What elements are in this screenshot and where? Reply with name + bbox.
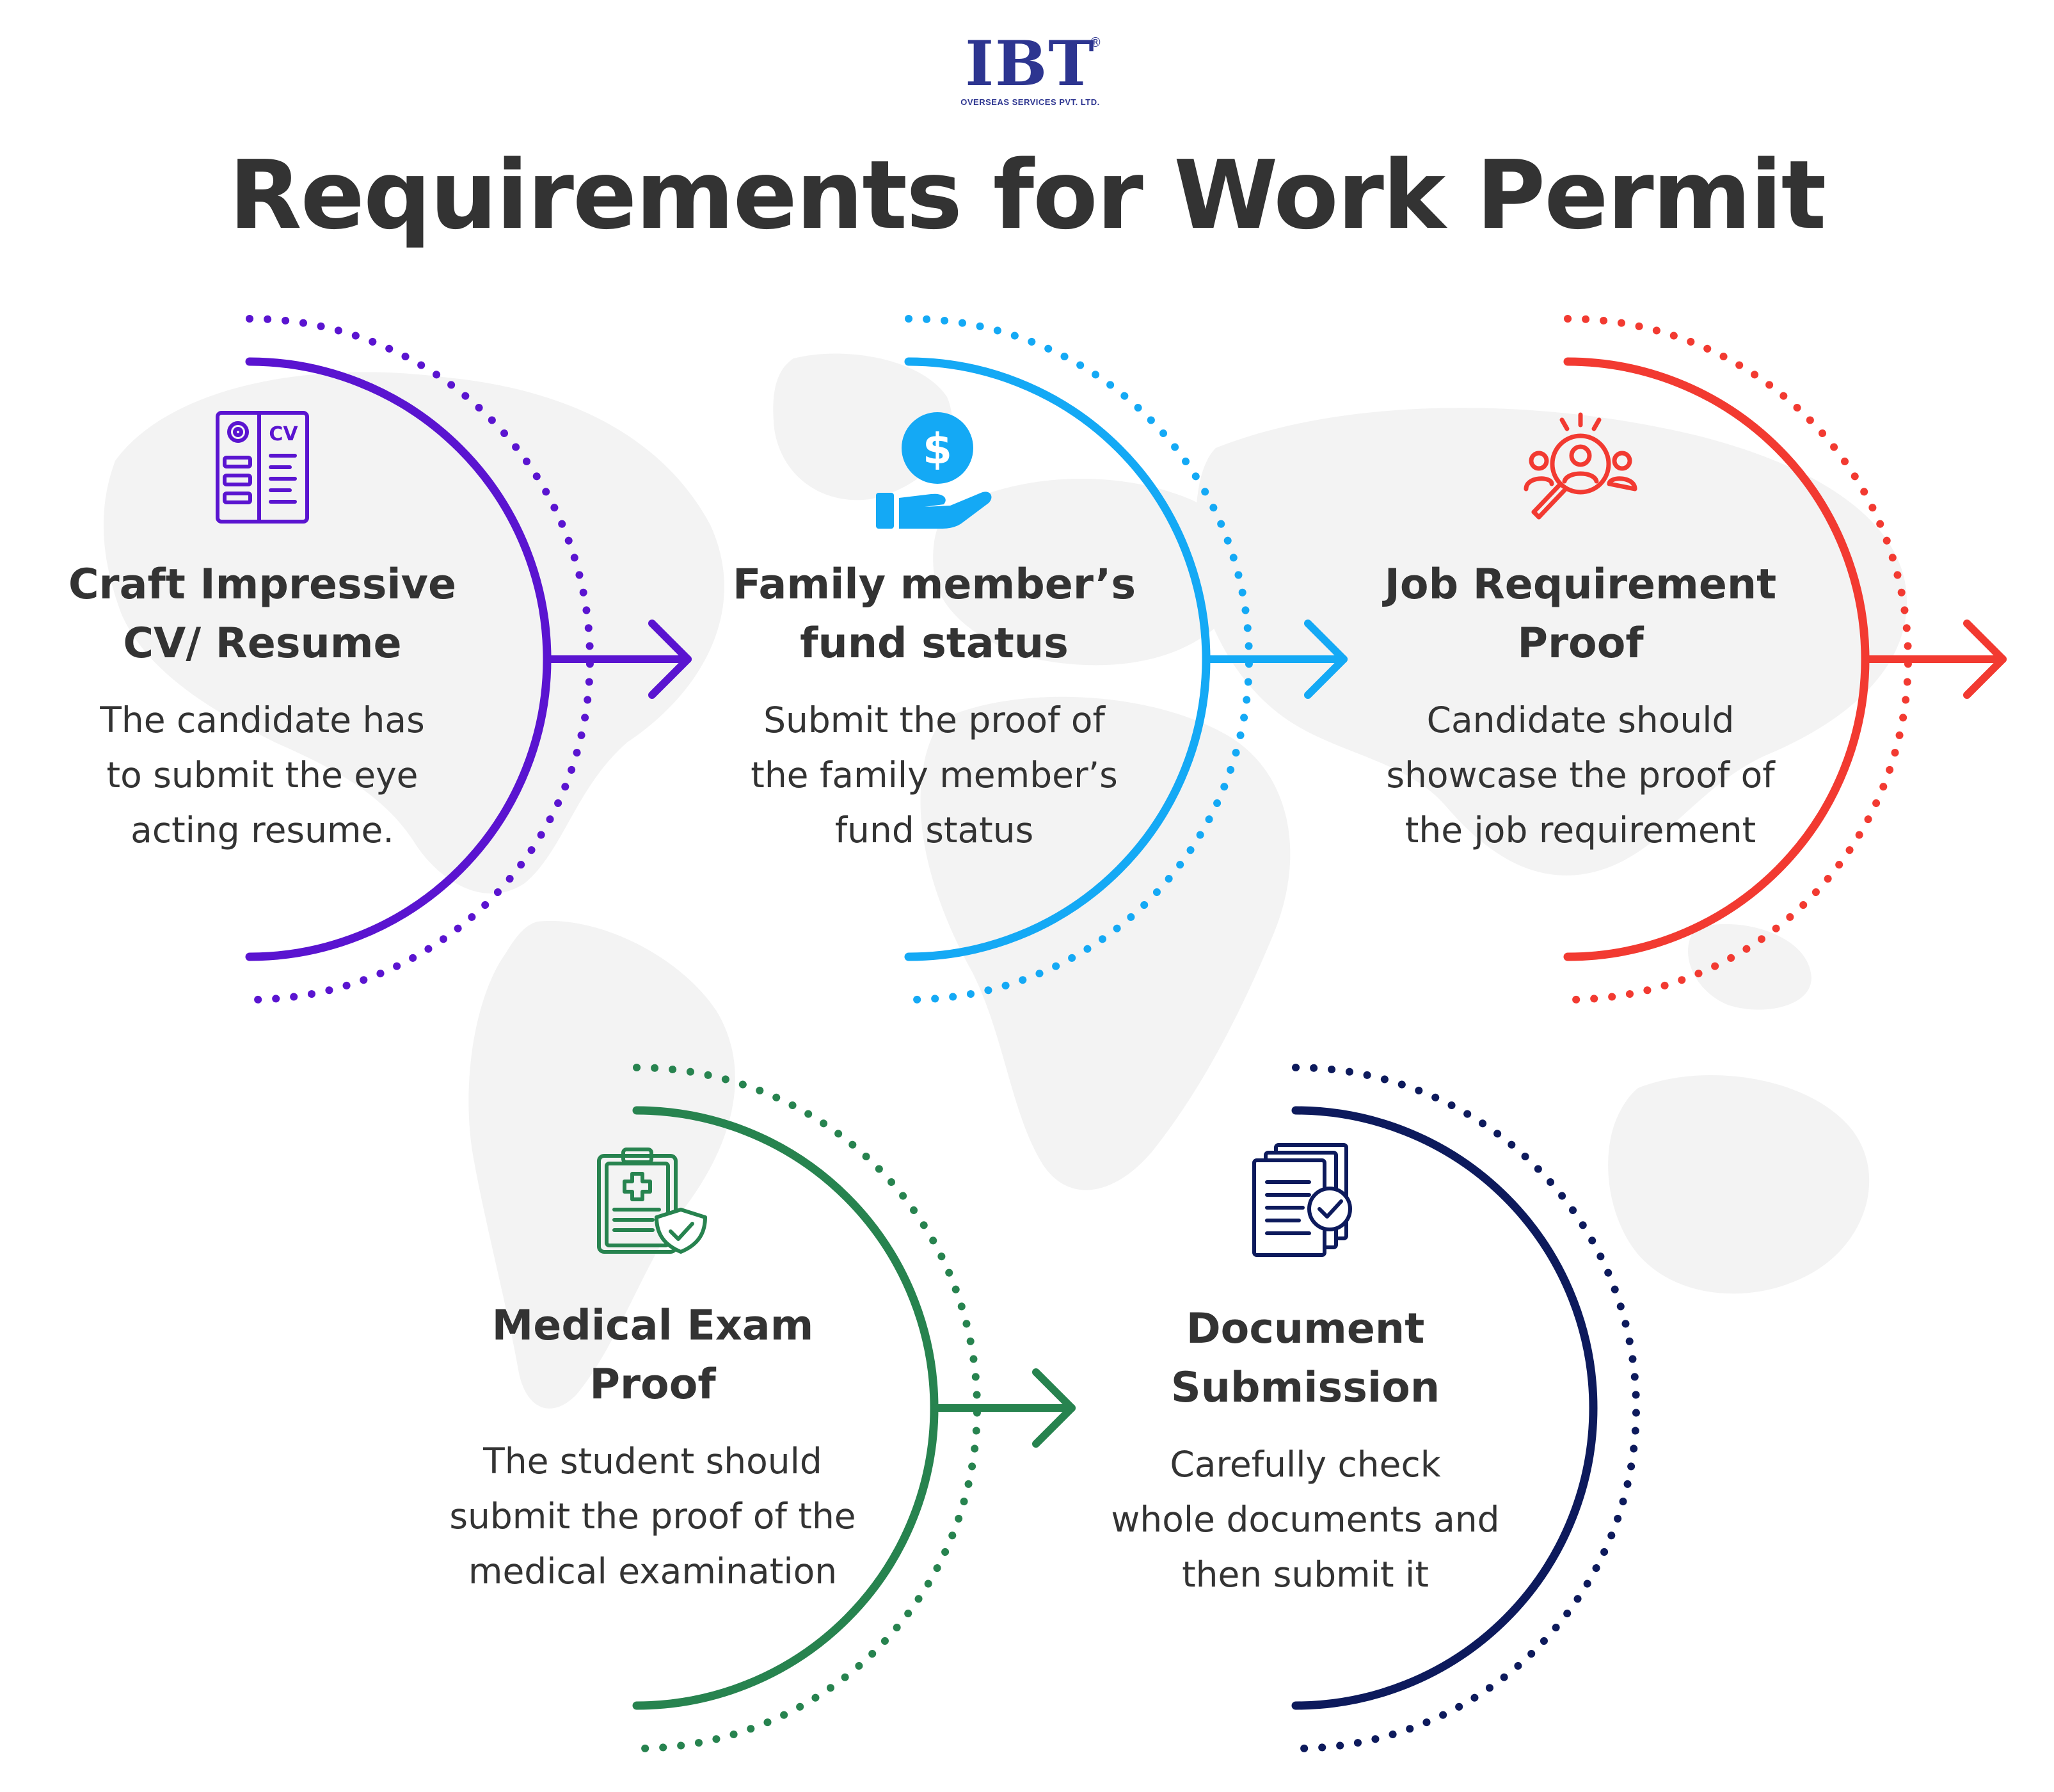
step-dotted-ring (1564, 315, 1912, 1004)
step-cv-resume: CV Craft Impressive CV/ Resume The candi… (38, 410, 486, 858)
step-family-fund-status: $ Family member’s fund status Submit the… (691, 410, 1177, 858)
step-document-submission: Document Submission Carefully check whol… (1062, 1142, 1548, 1602)
step-arrow-head (1032, 1368, 1076, 1448)
cv-icon-label: CV (269, 423, 298, 445)
step-dotted-ring (246, 315, 594, 1004)
islands-shape (1688, 924, 1811, 1010)
step-title: Job Requirement Proof (1384, 561, 1777, 668)
step-description: Candidate should showcase the proof of t… (1386, 700, 1775, 851)
step-title: Medical Exam Proof (491, 1302, 814, 1409)
step-description: The student should submit the proof of t… (449, 1441, 856, 1592)
step-dotted-ring (905, 315, 1253, 1004)
step-arrow-head (1963, 620, 2007, 699)
south-america-shape (468, 920, 735, 1409)
asia-shape (1195, 408, 1907, 876)
step-medical-exam-proof: Medical Exam Proof The student should su… (410, 1146, 896, 1599)
australia-shape (1608, 1075, 1870, 1294)
medical-clipboard-icon (597, 1148, 707, 1254)
step-title: Craft Impressive CV/ Resume (68, 561, 457, 668)
page-title: Requirements for Work Permit (228, 140, 1827, 250)
step-dotted-ring (1292, 1064, 1640, 1752)
logo-mark: IBT (965, 28, 1095, 100)
step-description: Carefully check whole documents and then… (1111, 1444, 1500, 1595)
candidate-search-icon (1524, 412, 1637, 520)
document-check-icon (1252, 1143, 1352, 1257)
hand-dollar-icon: $ (876, 412, 992, 529)
step-title: Family member’s fund status (732, 561, 1136, 668)
step-title: Document Submission (1170, 1305, 1440, 1412)
cv-resume-icon: CV (216, 411, 309, 524)
step-description: The candidate has to submit the eye acti… (100, 700, 425, 851)
step-arrow-head (1304, 620, 1348, 699)
step-dotted-ring (633, 1064, 981, 1752)
dollar-symbol: $ (923, 424, 952, 474)
logo-subtitle: OVERSEAS SERVICES PVT. LTD. (960, 97, 1100, 107)
africa-shape (920, 696, 1291, 1190)
logo-registered-mark: ® (1089, 35, 1102, 50)
europe-shape (933, 478, 1240, 666)
step-description: Submit the proof of the family member’s … (751, 700, 1118, 851)
step-job-requirement-proof: Job Requirement Proof Candidate should s… (1331, 410, 1830, 858)
step-arc (1291, 1106, 1598, 1710)
company-logo: IBT ® OVERSEAS SERVICES PVT. LTD. (953, 28, 1107, 108)
step-arrow-head (648, 620, 692, 699)
